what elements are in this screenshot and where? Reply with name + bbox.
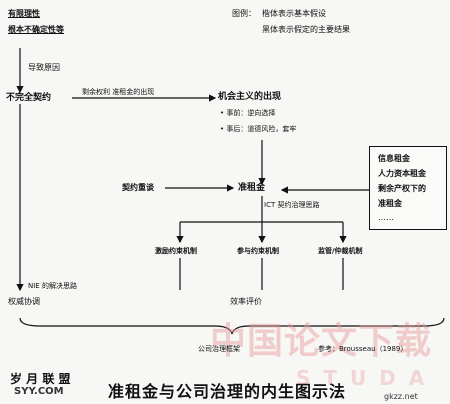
site-logo: 岁 月 联 盟 SYY.COM (10, 372, 71, 397)
rent-list-box: 信息租金 人力资本租金 剩余产权下的 准租金 …… (369, 146, 447, 230)
legend-italic-note: 楷体表示基本假设 (262, 9, 326, 18)
watermark-url: S T U D A (296, 366, 428, 390)
authority-coordination: 权威协调 (8, 297, 40, 306)
quasi-rent: 准租金 (238, 183, 266, 193)
rent-list-item: 人力资本租金 (378, 169, 426, 178)
renegotiation: 契约重谈 (122, 183, 154, 192)
rent-list-item: 准租金 (378, 199, 402, 208)
incomplete-contract: 不完全契约 (6, 93, 52, 103)
legend-bold-note: 黑体表示假定的主要结果 (262, 25, 350, 34)
mechanism-supervision: 监管/仲裁机制 (318, 247, 363, 255)
figure-caption: 准租金与公司治理的内生图示法 (108, 382, 347, 401)
opportunism: 机会主义的出现 (218, 92, 282, 102)
site-logo-right: gkzz.net (384, 392, 418, 401)
assumption-bounded-rationality: 有限理性 (8, 9, 40, 18)
cause-label: 导致原因 (28, 63, 60, 72)
efficiency-evaluation: 效率评价 (230, 297, 262, 306)
residual-rights-label: 剩余权利 准租金的出现 (82, 88, 155, 96)
mechanism-incentive: 激励约束机制 (155, 247, 197, 255)
watermark: 中国论文下载 (210, 320, 433, 362)
ex-post: • 事后：道德风险，套牢 (220, 125, 297, 133)
mechanism-participation: 参与约束机制 (237, 247, 279, 255)
legend-label: 图例： (232, 9, 256, 18)
nie-path: NIE 的解决思路 (28, 282, 77, 290)
rent-list-item: 剩余产权下的 (378, 184, 426, 193)
ict-path: ICT 契约治理思路 (264, 201, 320, 209)
reference: 参考：Brousseau（1989） (318, 345, 408, 353)
framework-brace (19, 317, 445, 335)
assumption-uncertainty: 根本不确定性等 (8, 25, 64, 34)
framework-label: 公司治理框架 (198, 345, 240, 353)
rent-list-item: 信息租金 (378, 154, 410, 163)
ex-ante: • 事前：逆向选择 (220, 109, 276, 117)
rent-list-item: …… (378, 213, 394, 222)
